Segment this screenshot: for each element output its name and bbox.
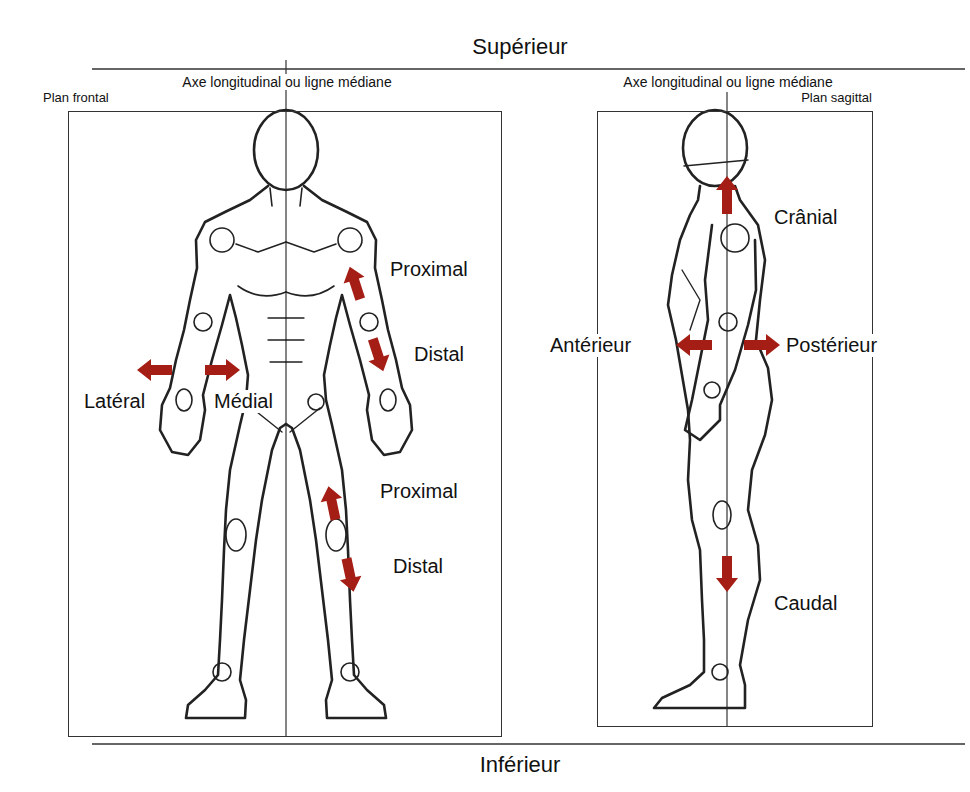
wrist-joint <box>176 389 192 411</box>
shoulder-joint <box>210 228 234 252</box>
side-figure <box>654 110 772 708</box>
hip-joint <box>308 394 324 410</box>
midline-axis <box>285 60 286 737</box>
figure-half <box>160 186 286 718</box>
axis-label: Axe longitudinal ou ligne médiane <box>621 74 834 90</box>
cranial-arrow <box>716 176 738 214</box>
knee-joint <box>226 519 246 551</box>
distal-arrow <box>362 335 393 374</box>
caudal-arrow <box>716 556 738 592</box>
head <box>254 110 318 190</box>
direction-label: Proximal <box>378 480 460 503</box>
plane-label: Plan sagittal <box>799 91 874 106</box>
proximal-arrow <box>339 263 370 302</box>
axis-label: Axe longitudinal ou ligne médiane <box>180 74 393 90</box>
pectoral-line <box>236 242 286 252</box>
arm-outline <box>685 225 756 440</box>
inferior-rule <box>92 743 965 745</box>
distal-arrow <box>336 556 365 594</box>
front-figure <box>160 110 412 718</box>
ankle-joint <box>213 663 231 681</box>
body-outline <box>654 186 772 708</box>
shoulder-joint <box>721 224 749 252</box>
chest-line <box>682 270 700 330</box>
direction-label: Caudal <box>772 592 839 615</box>
elbow-joint <box>719 313 737 331</box>
direction-label: Proximal <box>388 258 470 281</box>
medial-arrow <box>205 359 240 381</box>
direction-label: Postérieur <box>784 334 879 357</box>
chest-line <box>238 286 286 296</box>
direction-label: Crânial <box>772 206 839 229</box>
direction-label: Antérieur <box>548 334 633 357</box>
proximal-arrow <box>318 484 347 522</box>
elbow-joint <box>194 313 212 331</box>
direction-heading: Supérieur <box>470 34 569 59</box>
face-line <box>684 160 748 166</box>
direction-arrows <box>137 176 780 594</box>
lateral-arrow <box>137 359 172 381</box>
plane-label: Plan frontal <box>41 91 111 106</box>
head <box>683 110 747 186</box>
direction-label: Médial <box>212 390 275 413</box>
direction-label: Distal <box>391 555 445 578</box>
direction-heading: Inférieur <box>478 752 563 777</box>
superior-rule <box>92 68 965 70</box>
ankle-joint <box>712 664 728 680</box>
anterior-arrow <box>676 334 712 356</box>
direction-label: Latéral <box>82 390 147 413</box>
knee-joint <box>713 501 731 529</box>
abs-line <box>268 318 286 362</box>
body-outline <box>160 186 286 718</box>
sagittal-plane-frame: Axe longitudinal ou ligne médianePlan sa… <box>597 111 873 727</box>
direction-label: Distal <box>412 343 466 366</box>
wrist-joint <box>704 382 720 398</box>
frontal-plane-frame: Plan frontalAxe longitudinal ou ligne mé… <box>68 111 502 737</box>
neck-line <box>270 188 272 206</box>
posterior-arrow <box>744 334 780 356</box>
